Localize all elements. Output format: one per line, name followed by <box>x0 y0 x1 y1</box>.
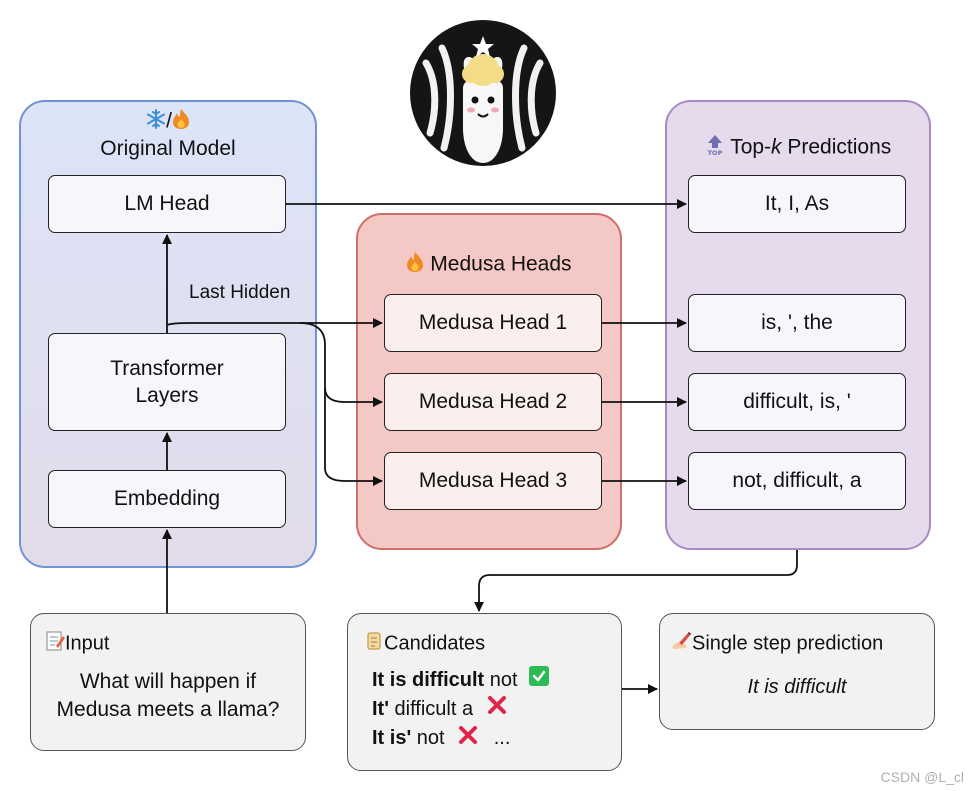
scroll-icon <box>364 630 384 658</box>
watermark: CSDN @L_cl <box>880 769 964 785</box>
top-icon: TOP <box>705 134 725 162</box>
embedding-box: Embedding <box>48 470 286 528</box>
arrow-topk-to-candidates <box>474 550 798 612</box>
cross-icon <box>458 725 478 754</box>
input-card: Input What will happen if Medusa meets a… <box>30 613 306 751</box>
medusa-head-1-label: Medusa Head 1 <box>418 311 568 335</box>
candidate-ellipsis: ... <box>493 727 511 750</box>
writing-hand-icon <box>670 630 692 658</box>
medusa-heads-title: Medusa Heads <box>356 251 622 279</box>
input-title: Input <box>45 630 109 658</box>
medusa-head-1-box: Medusa Head 1 <box>384 294 602 352</box>
transformer-label-line1: Transformer <box>110 356 224 380</box>
fire-icon <box>172 108 190 136</box>
input-text-line1: What will happen if <box>79 670 257 693</box>
candidate-bold-text: It is difficult <box>372 669 485 691</box>
model-separator: / <box>166 109 172 133</box>
llama-logo-icon <box>408 18 558 168</box>
transformer-layers-box: Transformer Layers <box>48 333 286 431</box>
input-title-label: Input <box>65 632 110 655</box>
candidates-card: Candidates It is difficult not It' diffi… <box>347 613 622 771</box>
last-hidden-label: Last Hidden <box>189 282 291 303</box>
medusa-heads-label: Medusa Heads <box>430 252 572 276</box>
original-model-label: Original Model <box>100 137 236 161</box>
medusa-head-3-box: Medusa Head 3 <box>384 452 602 510</box>
topk-title-suffix: Predictions <box>781 135 892 159</box>
candidate-row-1: It is difficult not <box>372 666 550 695</box>
arrow-hidden-to-head-2 <box>299 322 383 407</box>
arrow-hidden-to-head-1 <box>166 318 383 328</box>
single-step-title-label: Single step prediction <box>692 632 884 655</box>
transformer-label-line2: Layers <box>135 384 199 407</box>
svg-text:TOP: TOP <box>707 149 722 156</box>
original-model-title: / Original Model <box>19 108 317 161</box>
candidate-rest-text: not <box>411 727 445 750</box>
candidates-title: Candidates <box>364 630 485 658</box>
topk-title-k: k <box>771 135 782 159</box>
input-text-line2: Medusa meets a llama? <box>56 698 280 722</box>
medusa-head-3-label: Medusa Head 3 <box>418 469 568 493</box>
topk-title-prefix: Top- <box>730 135 772 159</box>
prediction-label: is, ', the <box>761 311 833 335</box>
candidate-row-3: It is' not ... <box>372 724 549 753</box>
snowflake-icon <box>146 109 166 135</box>
embedding-label: Embedding <box>113 487 221 511</box>
single-step-title: Single step prediction <box>670 630 883 658</box>
check-icon <box>529 666 550 695</box>
prediction-box-head-1: is, ', the <box>688 294 906 352</box>
medusa-head-2-label: Medusa Head 2 <box>418 390 568 414</box>
topk-title: TOP Top-k Predictions <box>665 134 931 162</box>
candidate-bold-text: It' <box>372 698 389 721</box>
lm-head-box: LM Head <box>48 175 286 233</box>
single-step-value: It is difficult <box>747 676 847 698</box>
memo-icon <box>45 630 65 658</box>
prediction-label: difficult, is, ' <box>743 390 851 414</box>
prediction-label: not, difficult, a <box>732 469 862 493</box>
fire-icon <box>406 251 424 279</box>
prediction-label: It, I, As <box>764 192 830 216</box>
candidate-rest-text: not <box>484 669 518 691</box>
arrow-hidden-to-head-3 <box>324 388 383 486</box>
prediction-box-head-3: not, difficult, a <box>688 452 906 510</box>
candidates-title-label: Candidates <box>384 632 486 655</box>
prediction-box-head-2: difficult, is, ' <box>688 373 906 431</box>
lm-head-label: LM Head <box>124 192 210 216</box>
candidate-bold-text: It is' <box>372 727 412 750</box>
candidate-row-2: It' difficult a <box>372 695 549 724</box>
prediction-box-lm: It, I, As <box>688 175 906 233</box>
medusa-head-2-box: Medusa Head 2 <box>384 373 602 431</box>
candidate-rest-text: difficult a <box>388 698 474 721</box>
cross-icon <box>487 695 507 724</box>
single-step-card: Single step prediction It is difficult <box>659 613 935 730</box>
